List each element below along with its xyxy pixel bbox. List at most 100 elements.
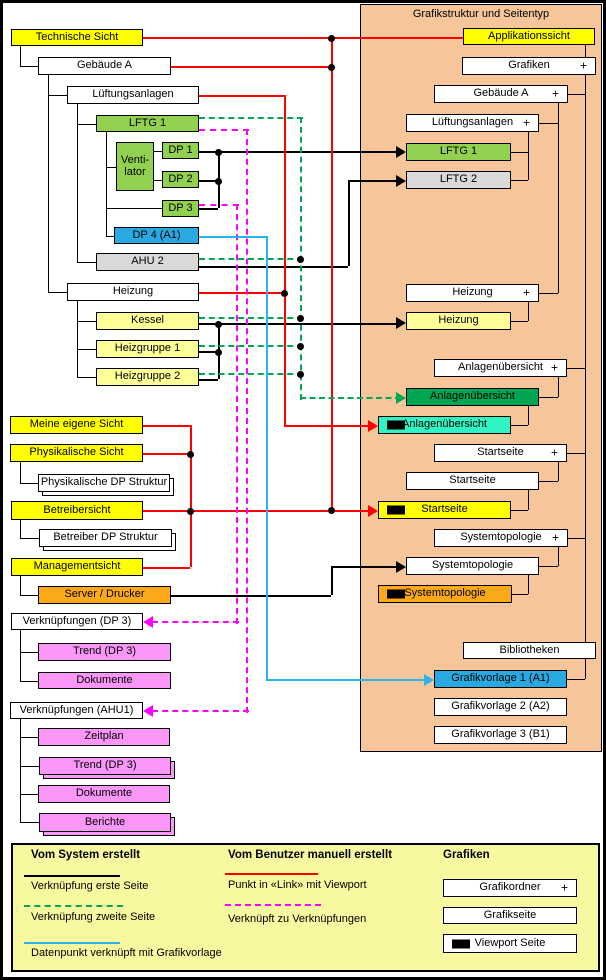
junction-dot [214,148,222,156]
connector-line [77,104,78,262]
connector-line [199,151,398,153]
viewport-icon [387,420,405,430]
connector-line [567,453,585,454]
connector-line [171,66,331,68]
node-trend-dp3: Trend (DP 3) [38,643,171,661]
connector-line [528,490,529,510]
node-technische-sicht: Technische Sicht [11,29,143,46]
node-dp-3: DP 3 [162,200,199,217]
connector-line [143,510,370,512]
folder-startseite: Startseite+ [434,444,567,462]
connector-line [199,258,303,260]
connector-line [20,822,39,823]
arrowhead-right [396,175,406,187]
connector-line [77,262,96,263]
connector-line [528,406,529,425]
folder-systemtopologie: Systemtopologie+ [434,529,568,547]
node-verknuepfungen-dp3: Verknüpfungen (DP 3) [11,613,143,630]
legend-sample-red-line [225,873,318,875]
node-dp-1: DP 1 [162,142,199,159]
connector-line [199,180,218,182]
connector-line [512,594,528,595]
connector-line [568,94,585,95]
legend-label: Datenpunkt verknüpft mit Grafikvorlage [31,947,222,959]
junction-dot [186,507,194,515]
connector-line [154,180,162,181]
page-heizung: Heizung [406,312,511,330]
folder-anlagenuebersicht: Anlagenübersicht+ [434,359,567,377]
connector-line [585,75,586,642]
junction-dot [186,450,194,458]
connector-line [236,204,238,624]
connector-line [331,37,333,510]
folder-label: Grafiken [508,59,550,72]
page-grafikvorlage-1: Grafikvorlage 1 (A1) [434,670,567,688]
viewport-label: Anlagenübersicht [401,418,487,431]
connector-line [528,132,529,180]
connector-line [199,345,303,347]
node-server-drucker: Server / Drucker [38,586,171,604]
connector-line [199,351,218,353]
plus-icon: + [522,285,530,300]
node-meine-eigene-sicht: Meine eigene Sicht [10,416,143,434]
connector-line [77,124,96,125]
viewport-label: Systemtopologie [404,587,486,600]
node-heizung: Heizung [67,283,199,301]
folder-label: Systemtopologie [460,531,542,544]
connector-line [539,123,558,124]
connector-line [20,719,21,822]
junction-dot [296,314,304,322]
connector-line [199,379,218,381]
connector-line [20,794,38,795]
legend-sample-magenta-dashed [225,904,321,906]
connector-line [558,462,559,481]
connector-line [284,95,286,425]
connector-line [152,621,239,623]
connector-line [567,368,585,369]
connector-line [20,520,21,538]
plus-icon: + [579,58,587,73]
connector-line [20,483,38,484]
connector-line [143,453,190,455]
arrowhead-right [424,674,434,686]
folder-heizung: Heizung+ [406,284,539,302]
junction-dot [214,320,222,328]
node-ventilator: Venti- lator [116,142,154,191]
connector-line [199,323,398,325]
junction-dot [296,342,304,350]
node-dp-2: DP 2 [162,171,199,188]
connector-line [558,103,559,293]
legend-box-label: Grafikordner [479,881,541,894]
node-trend-dp3-2: Trend (DP 3) [39,757,171,775]
node-dokumente-2: Dokumente [38,785,170,803]
connector-line [20,652,38,653]
viewport-anlagenuebersicht: Anlagenübersicht [378,416,511,434]
connector-line [511,180,528,181]
connector-line [20,766,39,767]
legend-box-label: Viewport Seite [474,936,546,949]
page-grafikvorlage-2: Grafikvorlage 2 (A2) [434,698,567,716]
connector-line [511,510,528,511]
connector-line [331,566,333,595]
connector-line [20,737,38,738]
connector-line [154,151,162,152]
folder-label: Lüftungsanlagen [431,116,514,129]
folder-lueftungsanlagen: Lüftungsanlagen+ [406,114,539,132]
node-physikalische-sicht: Physikalische Sicht [10,444,143,462]
connector-line [77,321,96,322]
connector-line [511,425,528,426]
connector-line [284,425,370,427]
plus-icon: + [551,86,559,101]
connector-line [48,95,67,96]
folder-label: Gebäude A [473,87,529,100]
connector-line [48,75,49,292]
junction-dot [327,63,335,71]
connector-line [246,129,248,713]
viewport-systemtopologie: Systemtopologie [378,585,512,603]
junction-dot [214,348,222,356]
connector-line [528,575,529,594]
connector-line [77,349,96,350]
legend-title-grafiken: Grafiken [443,849,490,861]
connector-line [20,630,21,681]
connector-line [568,538,585,539]
